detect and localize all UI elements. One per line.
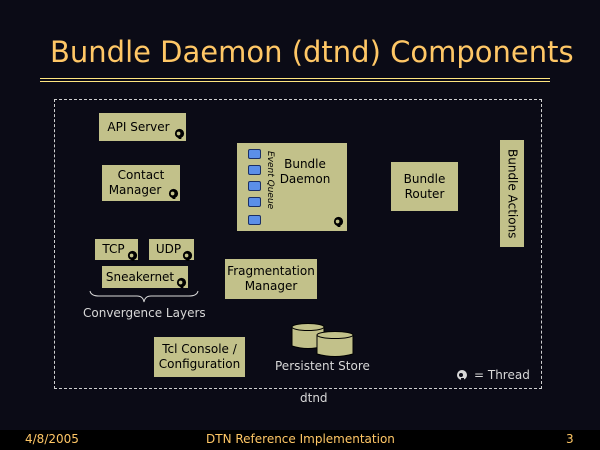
thread-icon: [174, 128, 185, 139]
bundle-daemon-label-1: Bundle: [284, 157, 326, 171]
tcl-console-label-2: Configuration: [158, 357, 241, 371]
thread-icon: [333, 216, 344, 227]
bundle-router-box: Bundle Router: [391, 162, 458, 211]
thread-icon: [182, 250, 193, 261]
dtnd-frame-label: dtnd: [300, 391, 328, 405]
database-icon: [291, 323, 354, 357]
api-server-box: API Server: [99, 113, 186, 141]
tcl-console-box: Tcl Console / Configuration: [154, 337, 245, 377]
thread-icon: [457, 370, 467, 381]
persistent-store-label: Persistent Store: [275, 359, 370, 373]
event-queue-slot: [248, 197, 261, 207]
thread-icon: [168, 188, 179, 199]
sneakernet-box: Sneakernet: [102, 266, 188, 288]
udp-label: UDP: [155, 242, 182, 256]
udp-box: UDP: [149, 239, 194, 260]
bundle-router-label-1: Bundle: [403, 171, 446, 186]
fragmentation-manager-label-2: Manager: [244, 279, 298, 293]
thread-icon: [176, 277, 187, 288]
dtnd-frame: [54, 99, 542, 389]
convergence-layers-label: Convergence Layers: [83, 306, 206, 320]
contact-manager-label-1: Contact: [117, 168, 165, 182]
bundle-daemon-label-2: Daemon: [279, 172, 331, 186]
thread-icon: [127, 250, 138, 261]
title-rule-top: [40, 78, 550, 79]
event-queue-slot: [248, 149, 261, 159]
event-queue-slot: [248, 215, 261, 225]
bundle-daemon-box: Event Queue Bundle Daemon: [237, 143, 347, 231]
fragmentation-manager-label-1: Fragmentation: [227, 264, 315, 278]
fragmentation-manager-box: Fragmentation Manager: [225, 259, 317, 299]
slide-footer: 4/8/2005 DTN Reference Implementation 3: [0, 430, 600, 450]
api-server-label: API Server: [107, 119, 170, 134]
bundle-actions-box: Bundle Actions: [500, 140, 524, 247]
contact-manager-label-2: Manager: [108, 183, 162, 197]
bundle-router-label-2: Router: [404, 186, 445, 201]
thread-legend-label: = Thread: [474, 368, 530, 382]
event-queue-slot: [248, 181, 261, 191]
tcp-label: TCP: [102, 242, 125, 256]
tcl-console-label-1: Tcl Console /: [162, 342, 237, 356]
event-queue-slot: [248, 165, 261, 175]
footer-title: DTN Reference Implementation: [206, 432, 395, 446]
bundle-actions-label: Bundle Actions: [505, 148, 520, 239]
contact-manager-box: Contact Manager: [102, 165, 180, 201]
tcp-box: TCP: [95, 239, 138, 260]
page-number: 3: [566, 432, 574, 446]
slide-title: Bundle Daemon (dtnd) Components: [50, 35, 574, 69]
sneakernet-label: Sneakernet: [105, 269, 175, 284]
event-queue-label: Event Queue: [265, 151, 275, 210]
convergence-brace: [89, 290, 199, 303]
title-rule-bottom: [40, 81, 550, 82]
footer-date: 4/8/2005: [25, 432, 79, 446]
